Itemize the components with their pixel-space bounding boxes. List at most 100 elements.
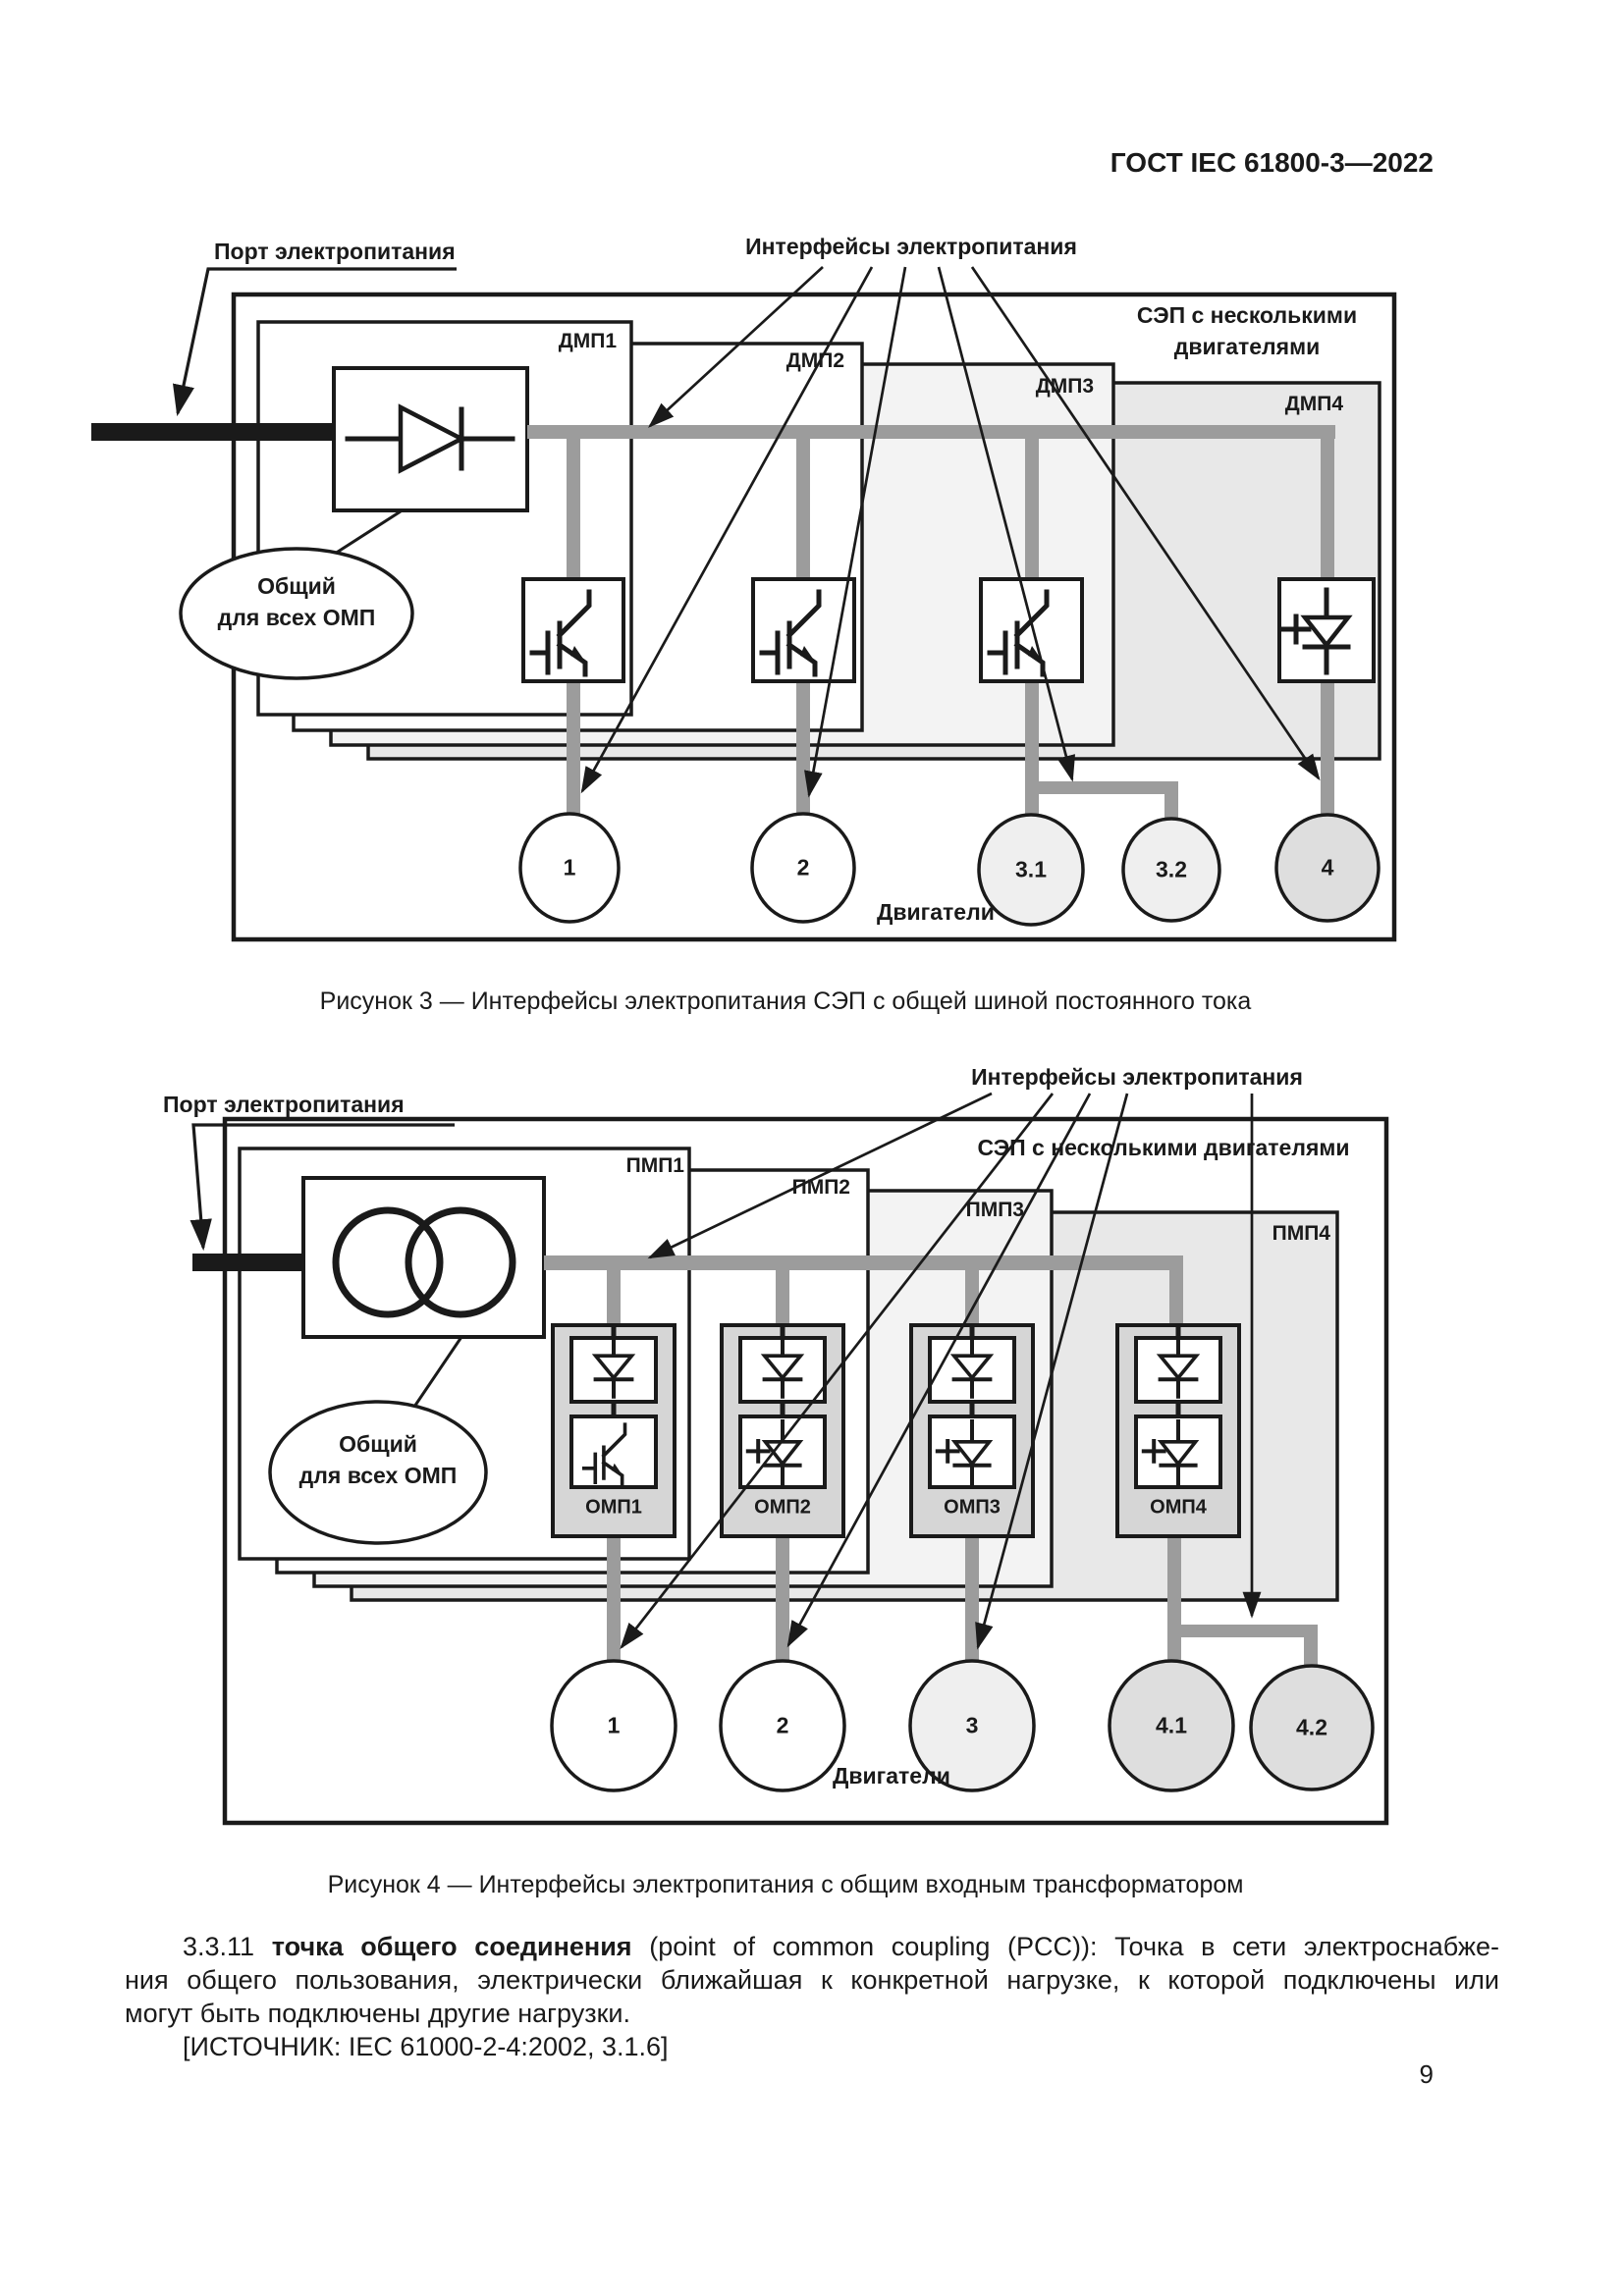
fig3-motor-3-1: [977, 813, 1085, 927]
fig4-converter-label-omp1: ОМП1: [585, 1496, 642, 1519]
fig4-module-label-pmp4: ПМП4: [1272, 1222, 1330, 1245]
igbt-icon: [987, 589, 1050, 677]
fig3-interface-arrow-m1: [580, 266, 874, 794]
fig3-module-label-dmp2: ДМП2: [785, 349, 844, 372]
fig4-branch-4: [1167, 1625, 1318, 1637]
fig3-motors-label: Двигатели: [877, 899, 995, 925]
fig4-omp1-module: [551, 1323, 677, 1538]
fig4-drop2-bottom: [776, 1536, 789, 1663]
figure3-diagram: [91, 266, 1397, 942]
fig4-common-label-line2: для всех ОМП: [298, 1463, 458, 1488]
fig3-motor-2: [750, 812, 856, 924]
igbt-icon: [529, 589, 592, 677]
fig3-converter1-box: [521, 577, 625, 683]
fig3-caption: Рисунок 3 — Интерфейсы электропитания СЭ…: [319, 988, 1252, 1015]
term-rest: (point of common coupling (PCC)): Точка …: [631, 1932, 1499, 1961]
fig4-drop3-bottom: [965, 1536, 979, 1663]
diode-down-icon: [591, 1338, 636, 1399]
diode-down-icon: [1156, 1338, 1201, 1399]
fig4-port-arrow: [189, 1123, 455, 1252]
fig3-interface-arrow-bus: [648, 266, 824, 428]
transformer-icon: [332, 1206, 516, 1318]
fig3-converter3-box: [979, 577, 1084, 683]
thyristor-icon: [1141, 1418, 1200, 1487]
fig3-drop3-bottom: [1025, 679, 1039, 818]
fig4-common-label-line1: Общий: [339, 1431, 417, 1457]
fig3-module-label-dmp4: ДМП4: [1284, 393, 1343, 415]
fig4-module-label-pmp2: ПМП2: [791, 1176, 850, 1199]
fig3-interface-arrow-m3: [937, 266, 1076, 782]
fig4-interface-arrow-m3: [975, 1093, 1129, 1650]
fig3-port-arrow: [172, 267, 457, 417]
fig4-ellipse-leader: [410, 1336, 463, 1411]
fig4-transformer-box: [301, 1176, 546, 1339]
fig4-motor-number-1: 1: [607, 1712, 621, 1738]
fig3-motor-3-2: [1121, 817, 1221, 923]
fig3-interface-arrow-m4: [970, 266, 1321, 781]
fig4-drop4-bottom: [1167, 1536, 1181, 1663]
fig3-interface-arrow-m2: [804, 266, 907, 798]
fig4-omp3-module: [909, 1323, 1035, 1538]
fig3-module-label-dmp1: ДМП1: [558, 330, 617, 352]
thyristor-icon: [1280, 587, 1353, 675]
fig3-ellipse-leader: [334, 509, 402, 556]
fig3-motor-4: [1274, 813, 1380, 923]
fig3-motor-number-1: 1: [563, 854, 576, 881]
fig4-motor-3: [908, 1659, 1036, 1792]
definition-line1: 3.3.11 точка общего соединения (point of…: [125, 1930, 1499, 1963]
fig3-sep-label-line1: СЭП с несколькими: [1136, 302, 1358, 328]
fig4-drop1-bottom: [607, 1536, 621, 1663]
fig3-module-label-dmp3: ДМП3: [1035, 375, 1094, 398]
fig4-interface-arrow-m1: [620, 1093, 1055, 1650]
fig4-port-label: Порт электропитания: [163, 1092, 405, 1117]
fig4-interface-arrow-m2: [786, 1093, 1092, 1648]
igbt-icon: [759, 589, 822, 677]
fig4-converter-label-omp4: ОМП4: [1150, 1496, 1207, 1519]
fig3-dc-bus-corner: [1321, 425, 1334, 582]
fig3-drop3-2: [1164, 781, 1178, 822]
fig4-ac-bus: [544, 1255, 1183, 1270]
fig4-converter-label-omp3: ОМП3: [944, 1496, 1001, 1519]
page-number: 9: [1419, 2059, 1434, 2089]
igbt-icon: [581, 1422, 627, 1486]
fig3-branch-3: [1025, 781, 1178, 794]
source-reference: [ИСТОЧНИК: IEC 61000-2-4:2002, 3.1.6]: [183, 2032, 669, 2061]
fig3-motor-number-4: 4: [1321, 854, 1334, 881]
fig4-motor-number-3: 3: [965, 1712, 979, 1738]
fig3-motor-number-3-2: 3.2: [1156, 856, 1187, 882]
fig3-drop3-top: [1025, 439, 1039, 582]
fig4-interfaces-label: Интерфейсы электропитания: [971, 1064, 1303, 1090]
fig4-caption: Рисунок 4 — Интерфейсы электропитания с …: [327, 1871, 1244, 1898]
fig4-interface-arrow-bus: [647, 1092, 993, 1259]
fig4-motor-2: [719, 1659, 846, 1792]
fig4-ac-bus-corner: [1169, 1255, 1183, 1328]
fig3-drop2-top: [796, 439, 810, 582]
fig4-motor-number-4-1: 4.1: [1156, 1712, 1187, 1738]
fig4-motor-4-1: [1108, 1659, 1235, 1792]
fig3-motor-number-2: 2: [796, 854, 810, 881]
fig4-drop4-2: [1304, 1637, 1318, 1669]
fig3-interfaces-label: Интерфейсы электропитания: [745, 234, 1077, 259]
fig3-common-label-line2: для всех ОМП: [217, 605, 376, 630]
fig4-sep-label: СЭП с несколькими двигателями: [977, 1135, 1350, 1160]
diode-down-icon: [949, 1338, 995, 1399]
fig4-drop2-top: [776, 1270, 789, 1327]
fig4-omp2-module: [720, 1323, 845, 1538]
fig4-module-label-pmp1: ПМП1: [625, 1154, 684, 1177]
diode-icon: [345, 403, 515, 474]
fig4-motors-label: Двигатели: [833, 1763, 950, 1789]
fig3-dc-bus: [527, 425, 1335, 439]
fig3-sep-label-line2: двигателями: [1173, 334, 1321, 359]
page-header: ГОСТ IEC 61800-3—2022: [1110, 147, 1434, 178]
fig3-motor-1: [518, 812, 621, 924]
fig4-converter-label-omp2: ОМП2: [754, 1496, 811, 1519]
thyristor-icon: [935, 1418, 994, 1487]
definition-line3: могут быть подключены другие нагрузки.: [125, 1999, 631, 2028]
figure4-diagram: [189, 1092, 1389, 1826]
definition-line2: ния общего пользования, электрически бли…: [125, 1965, 1499, 1995]
fig4-motor-number-4-2: 4.2: [1296, 1714, 1327, 1740]
fig4-omp4-module: [1115, 1323, 1241, 1538]
term-number: 3.3.11: [183, 1932, 255, 1961]
